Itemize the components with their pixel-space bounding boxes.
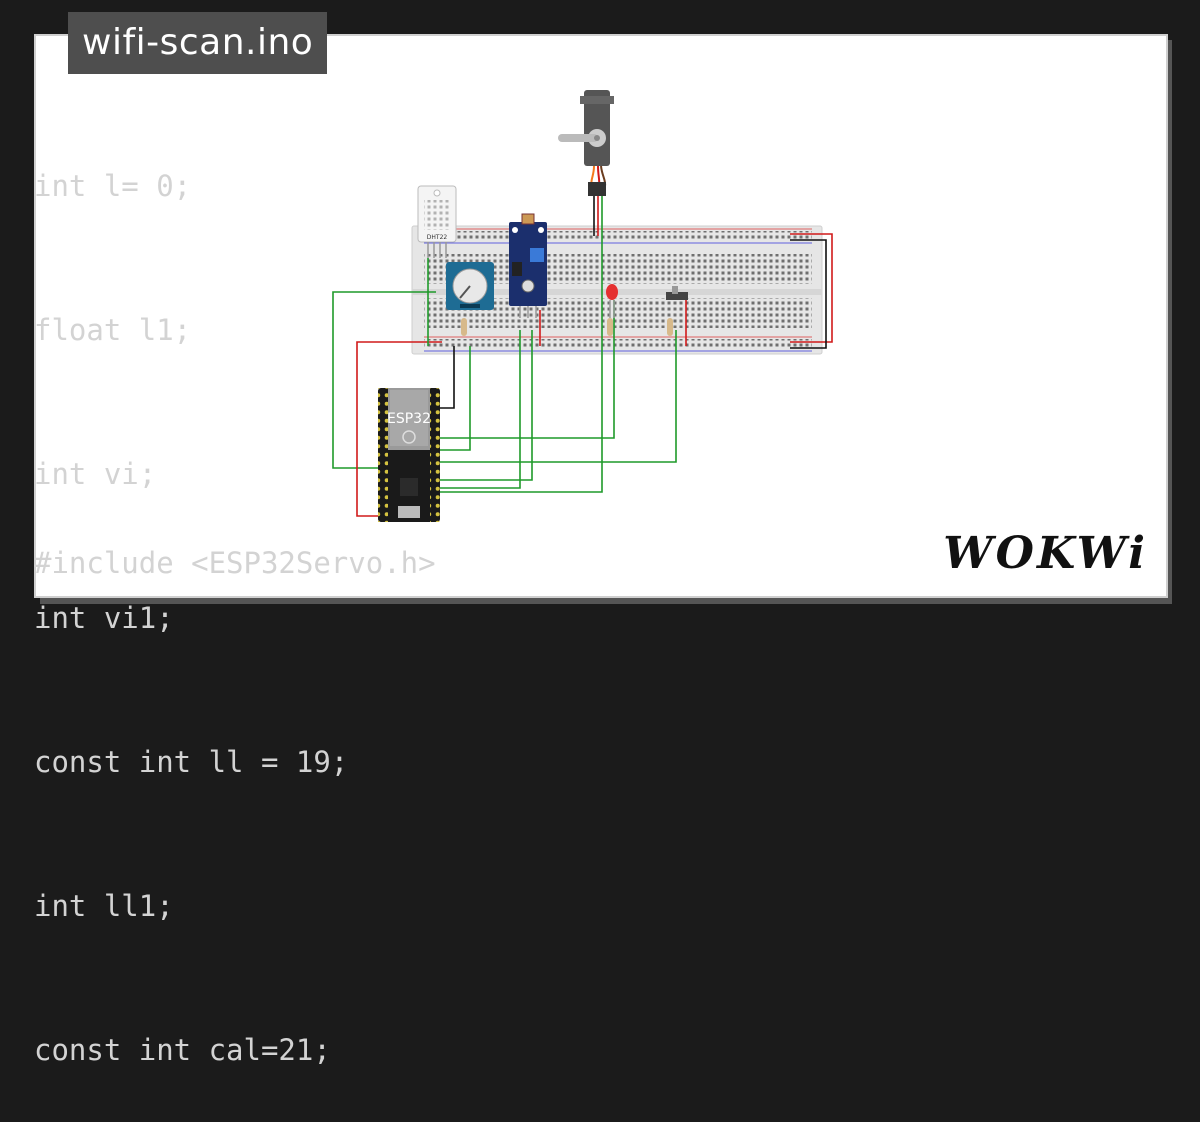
esp32-label: ESP32: [387, 411, 431, 427]
slide-switch-icon: [666, 286, 688, 300]
esp32-board-icon: ESP32: [378, 388, 440, 522]
code-line: const int cal=21;: [34, 1033, 331, 1067]
code-line: float l1;: [34, 313, 192, 347]
project-filename: wifi-scan.ino: [68, 12, 328, 74]
wokwi-logo-icon: WOKWi: [943, 528, 1148, 579]
led-icon: [606, 284, 618, 318]
ldr-module-icon: [509, 213, 547, 318]
potentiometer-icon: [446, 262, 494, 310]
code-line: int vi1;: [34, 601, 174, 635]
servo-icon: [558, 90, 614, 196]
code-line: const int ll = 19;: [34, 745, 349, 779]
code-line: int ll1;: [34, 889, 174, 923]
code-line-cut: #include <ESP32Servo.h>: [34, 546, 436, 580]
code-line: int l= 0;: [34, 169, 192, 203]
code-line: int vi;: [34, 457, 157, 491]
dht22-label: DHT22: [427, 234, 448, 241]
resistor-icon: [461, 318, 673, 336]
wires: [332, 196, 833, 517]
dht22-sensor-icon: DHT22: [417, 185, 457, 258]
circuit-diagram: DHT22: [332, 90, 833, 522]
